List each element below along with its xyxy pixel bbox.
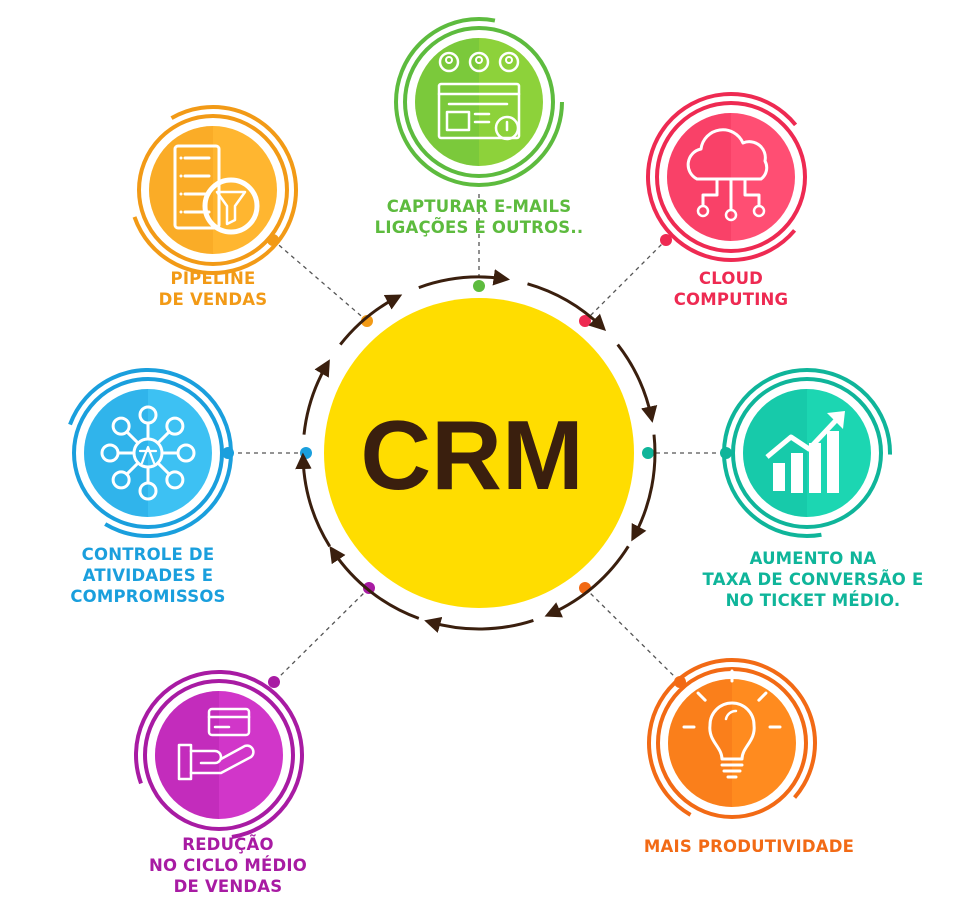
connector-dot-reducao [363, 582, 375, 594]
node-disk-shade [155, 691, 219, 819]
connector-reducao [273, 587, 370, 683]
lead-capture-icon [437, 51, 521, 141]
connector-dot-controle [300, 447, 312, 459]
network-icon [100, 405, 196, 501]
label-line: COMPUTING [673, 290, 789, 309]
cycle-arrow [616, 343, 658, 423]
outer-ring [646, 92, 816, 262]
connector-dot-capturar [473, 280, 485, 292]
label-aumento: AUMENTO NA TAXA DE CONVERSÃO E NO TICKET M… [663, 548, 957, 611]
ring-bubble [660, 234, 672, 246]
cycle-arrow [295, 452, 331, 548]
label-controle: CONTROLE DE ATIVIDADES E COMPROMISSOS [18, 544, 278, 607]
cycle-arrow [544, 545, 630, 618]
label-capturar: CAPTURAR E-MAILS LIGAÇÕES E OUTROS.. [339, 196, 619, 238]
outer-ring [128, 105, 298, 275]
label-line: TAXA DE CONVERSÃO E [702, 570, 924, 589]
cycle-arrows [295, 269, 658, 633]
center-node: CRM [324, 298, 634, 608]
cycle-arrow [527, 282, 607, 331]
node-disk-shade [84, 389, 148, 517]
outer-ring [134, 670, 304, 841]
node-cloud [646, 92, 816, 262]
cycle-arrow [339, 294, 403, 346]
label-reducao: REDUÇÃO NO CICLO MÉDIO DE VENDAS [108, 834, 348, 897]
growth-chart-icon [765, 411, 845, 493]
outer-ring [647, 658, 817, 828]
label-line: CAPTURAR E-MAILS [386, 197, 572, 216]
ring-bubble [267, 234, 279, 246]
label-line: PIPELINE [170, 269, 256, 288]
nodes-layer [63, 17, 892, 841]
label-line: LIGAÇÕES E OUTROS.. [374, 218, 584, 237]
node-controle [63, 368, 234, 538]
node-produtividade [647, 658, 817, 828]
connector-produtividade [584, 587, 681, 683]
label-line: MAIS PRODUTIVIDADE [643, 837, 855, 856]
label-produtividade: MAIS PRODUTIVIDADE [609, 836, 889, 857]
cycle-arrow [302, 359, 330, 435]
node-capturar [394, 17, 564, 187]
cloud-computing-icon [686, 128, 769, 222]
label-line: CONTROLE DE [81, 545, 215, 564]
label-line: REDUÇÃO [182, 835, 274, 854]
label-line: AUMENTO NA [749, 549, 877, 568]
center-circle [324, 298, 634, 608]
node-disk-shade [415, 38, 479, 166]
node-reducao [134, 670, 304, 841]
hand-card-icon [177, 707, 255, 781]
ring-bubble [720, 447, 732, 459]
cycle-arrow [329, 545, 420, 620]
connector-dot-cloud [579, 315, 591, 327]
connector-dot-aumento [642, 447, 654, 459]
ring-bubble [222, 447, 234, 459]
lightbulb-icon [682, 669, 782, 779]
node-disk-shade [667, 113, 731, 241]
center-title: CRM [360, 400, 583, 510]
cycle-arrow [418, 269, 511, 290]
pipeline-filter-icon [173, 144, 260, 235]
label-cloud: CLOUD COMPUTING [621, 268, 841, 310]
cycle-arrow [424, 616, 534, 633]
outer-ring [63, 368, 233, 538]
cycle-arrow [631, 434, 657, 542]
label-line: DE VENDAS [173, 877, 283, 896]
node-pipeline [128, 105, 298, 275]
label-line: COMPROMISSOS [70, 587, 226, 606]
ring-bubble [268, 676, 280, 688]
label-pipeline: PIPELINE DE VENDAS [113, 268, 313, 310]
outer-ring [722, 368, 892, 538]
node-disk [668, 679, 796, 807]
node-aumento [720, 368, 892, 538]
label-line: ATIVIDADES E [82, 566, 214, 585]
label-line: DE VENDAS [158, 290, 268, 309]
node-disk [155, 691, 283, 819]
outer-ring [394, 17, 564, 187]
label-line: NO TICKET MÉDIO. [725, 591, 901, 610]
ring-bubble [674, 676, 686, 688]
label-line: CLOUD [698, 269, 764, 288]
label-line: NO CICLO MÉDIO [149, 856, 307, 875]
connector-cloud [584, 239, 667, 322]
